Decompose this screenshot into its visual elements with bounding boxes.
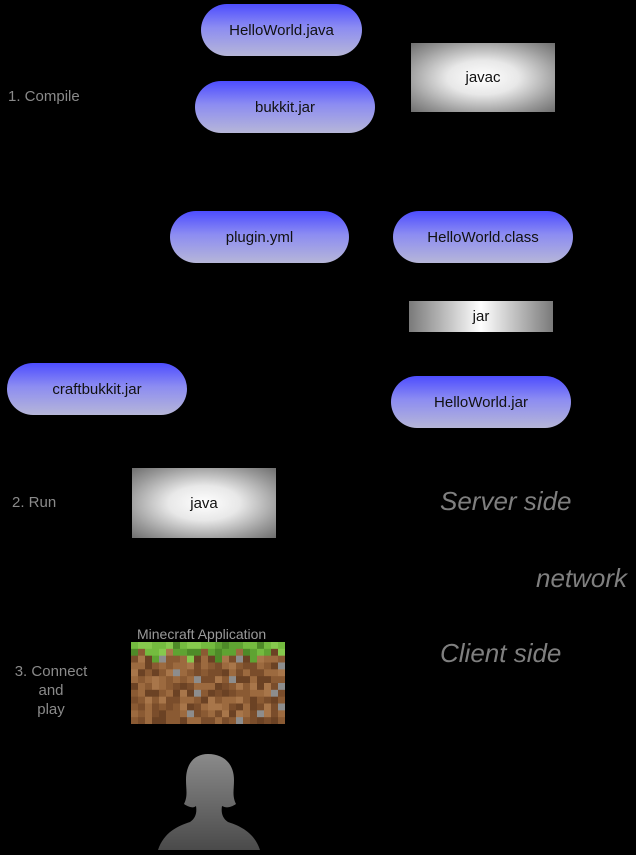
jar-process-box: jar <box>409 301 553 332</box>
step-connect-line-1: 3. Connect <box>14 663 88 680</box>
helloworld-class-node: HelloWorld.class <box>393 211 573 263</box>
client-side-label: Client side <box>440 638 562 668</box>
minecraft-app-label: Minecraft Application <box>137 626 267 642</box>
plugin-yml-node: plugin.yml <box>170 211 349 263</box>
craftbukkit-jar-node: craftbukkit.jar <box>7 363 187 415</box>
network-label: network <box>536 563 628 593</box>
step-connect-label: 3. Connect and play <box>8 662 94 719</box>
java-process-box: java <box>132 468 276 538</box>
person-silhouette-icon <box>150 750 265 850</box>
server-side-label: Server side <box>440 486 572 516</box>
javac-process-box: javac <box>411 43 555 112</box>
step-connect-line-3: play <box>37 701 65 718</box>
step-run-label: 2. Run <box>12 494 57 511</box>
helloworld-jar-node: HelloWorld.jar <box>391 376 571 428</box>
helloworld-java-node: HelloWorld.java <box>201 4 362 56</box>
bukkit-jar-node: bukkit.jar <box>195 81 375 133</box>
step-compile-label: 1. Compile <box>8 88 80 105</box>
step-connect-line-2: and <box>38 682 64 699</box>
minecraft-grass-block-icon <box>131 642 286 725</box>
